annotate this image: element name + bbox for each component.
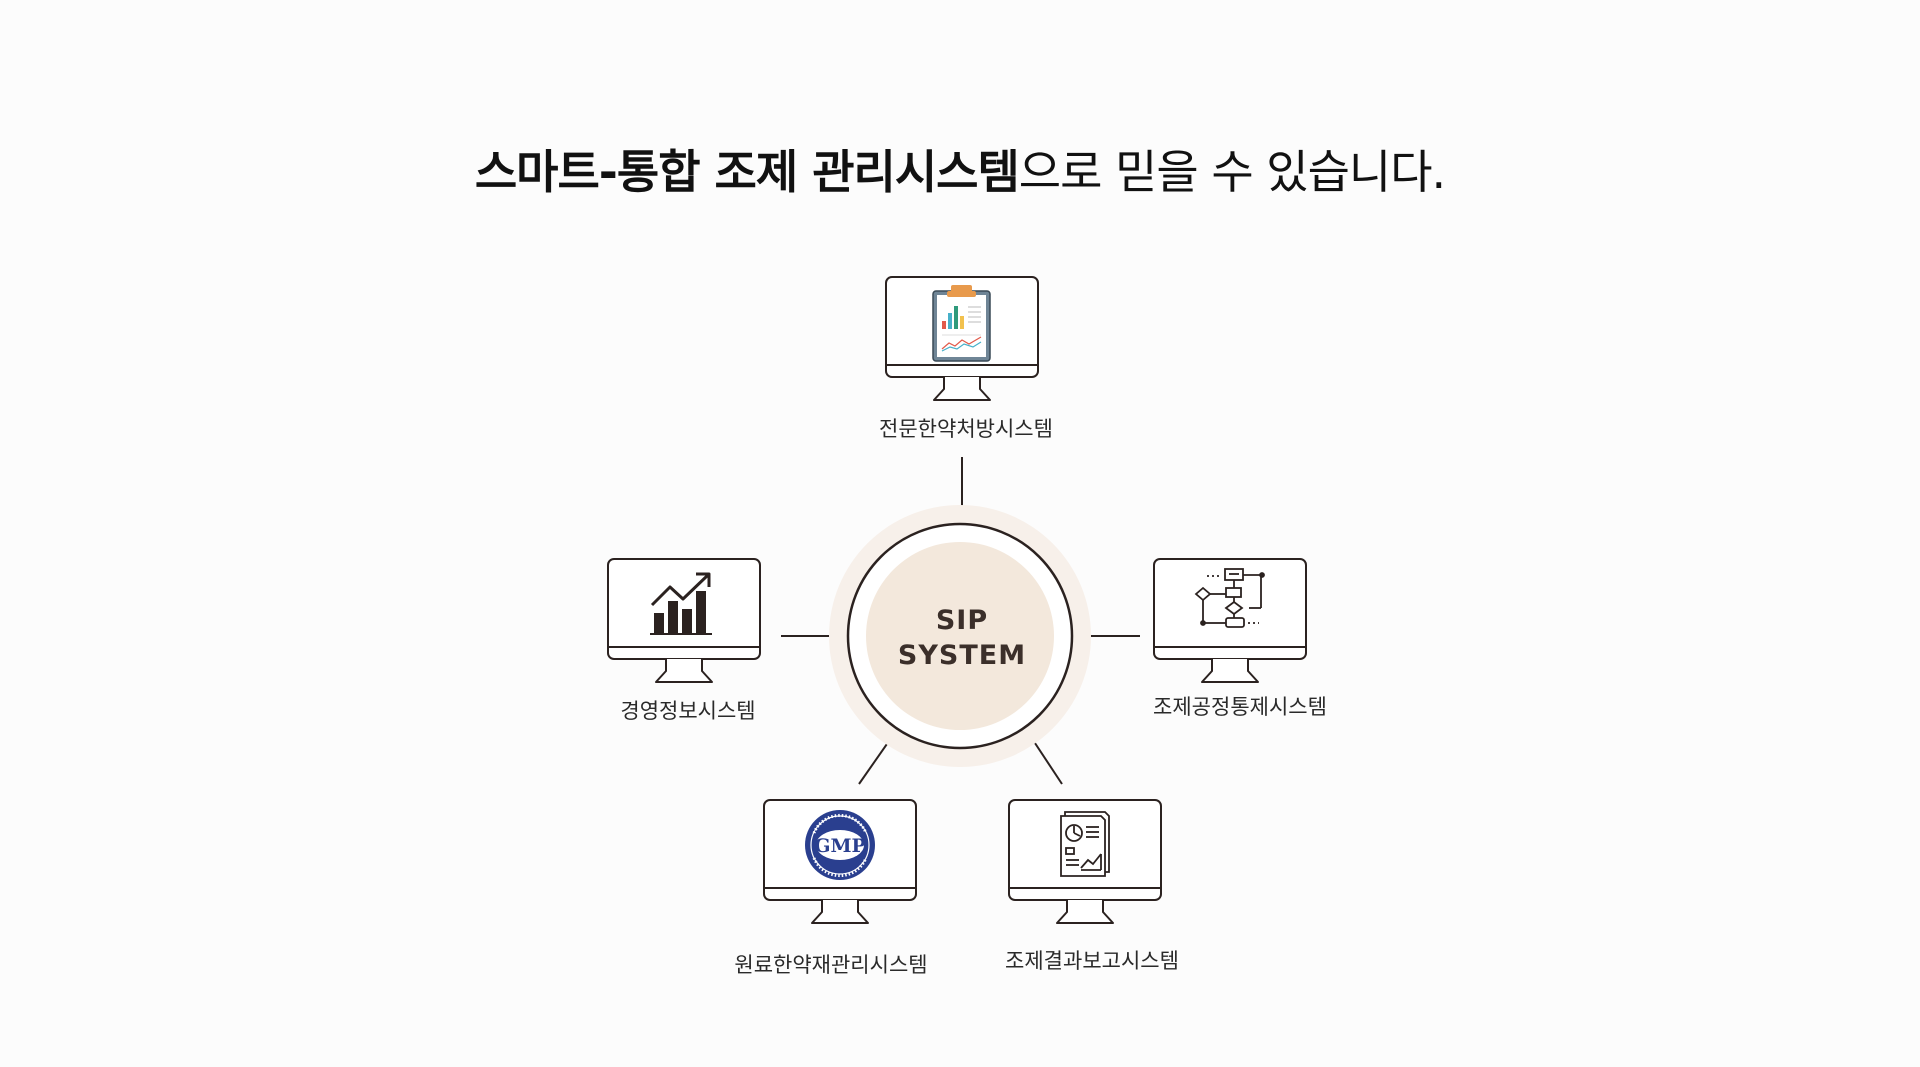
center-line-2: SYSTEM xyxy=(898,640,1026,671)
label-bottom-right: 조제결과보고시스템 xyxy=(1005,949,1179,973)
node-bottom-left: GMP 원료한약재관리시스템 xyxy=(734,799,928,977)
headline-normal: 으로 믿을 수 있습니다. xyxy=(1018,145,1446,199)
report-document-icon xyxy=(1060,811,1110,877)
center-hub: SIP SYSTEM xyxy=(829,505,1091,767)
center-line-1: SIP xyxy=(936,605,988,636)
label-right: 조제공정통제시스템 xyxy=(1153,695,1327,719)
node-bottom-right: 조제결과보고시스템 xyxy=(1005,799,1179,973)
flowchart-icon xyxy=(1194,568,1265,628)
node-left: 경영정보시스템 xyxy=(607,558,761,723)
node-top: 전문한약처방시스템 xyxy=(879,276,1053,441)
growth-chart-icon xyxy=(650,572,712,635)
gmp-seal-icon: GMP xyxy=(805,810,875,880)
monitor xyxy=(1153,558,1307,683)
headline: 스마트-통합 조제 관리시스템으로 믿을 수 있습니다. xyxy=(0,136,1920,202)
clipboard-chart-icon xyxy=(932,285,991,362)
label-top: 전문한약처방시스템 xyxy=(879,417,1053,441)
gmp-seal-text: GMP xyxy=(814,835,866,857)
label-bottom-left: 원료한약재관리시스템 xyxy=(734,953,927,977)
label-left: 경영정보시스템 xyxy=(620,699,755,723)
headline-bold: 스마트-통합 조제 관리시스템 xyxy=(474,145,1020,199)
node-right: 조제공정통제시스템 xyxy=(1153,558,1327,719)
